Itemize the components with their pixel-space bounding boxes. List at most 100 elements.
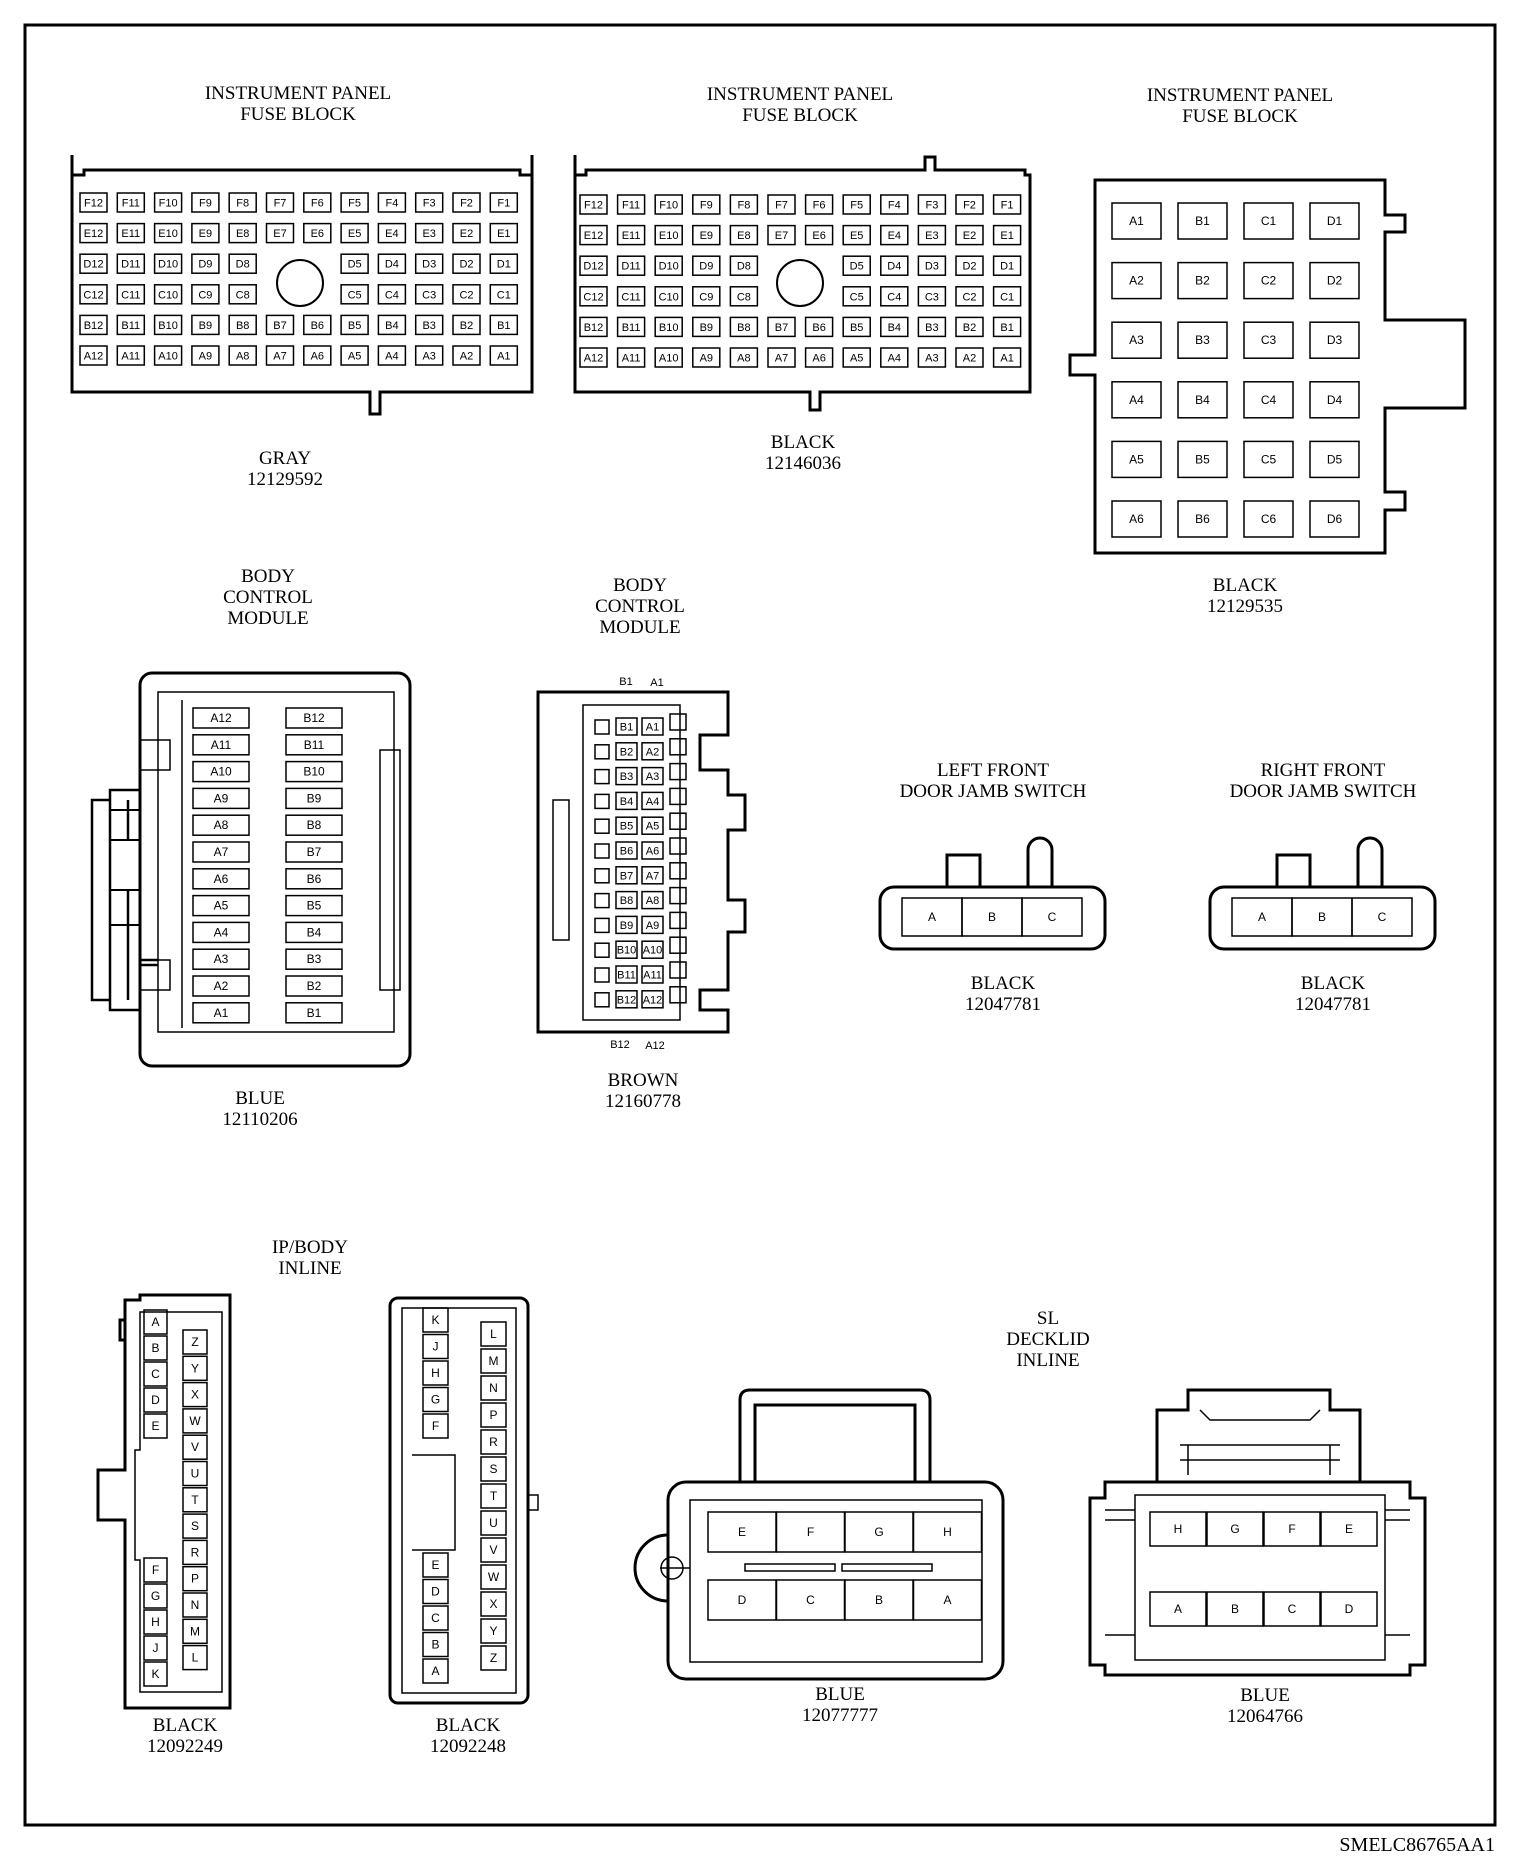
- bcm-blue-cavity-a7-label: A7: [214, 845, 229, 859]
- fuse-cavity-b10-label: B10: [659, 322, 679, 334]
- bcm-blue-cavity-b10-label: B10: [303, 765, 325, 779]
- ipb-b-cavity-r-box: [480, 1429, 507, 1455]
- fuse-cavity-e1-label: E1: [1000, 230, 1013, 242]
- ipb-a-cavity-d-box: [143, 1387, 168, 1413]
- fuse-cavity-b11-label: B11: [622, 322, 641, 334]
- ipfb-gray-part: 12129592: [247, 469, 323, 490]
- fuse-cavity-b8-box: [228, 314, 257, 336]
- sl-a-cavity-h-label: H: [943, 1525, 952, 1539]
- fuse-cavity-f2-label: F2: [460, 198, 473, 210]
- sl-b-inner: [1134, 1494, 1386, 1661]
- fuse-cavity-b4-label: B4: [888, 322, 901, 334]
- bcm-blue-cavity-b8-label: B8: [307, 818, 322, 832]
- bcm-blue-title-1: BODY: [241, 566, 295, 587]
- lf-door-housing: [878, 885, 1107, 951]
- ipb-a-cavity-j-box: [143, 1635, 168, 1661]
- bcm-brown-cavity-b9-box: [615, 915, 638, 935]
- bcm-brown-cavity-b6-box: [615, 841, 638, 860]
- ipb-b-color: BLACK: [436, 1715, 501, 1736]
- bcm-brown-cavity-b4-box: [615, 791, 638, 811]
- bcm-brown-cavity-a10-label: A10: [643, 945, 663, 957]
- ipb-b-cavity-n-label: N: [489, 1381, 498, 1395]
- ipb-a-cavity-s-label: S: [191, 1519, 199, 1533]
- fuse-cavity-b6-box: [303, 314, 332, 336]
- fuse-cavity-f3-label: F3: [925, 200, 938, 212]
- fuse-cavity-a6-label: A6: [812, 353, 825, 365]
- fuse-cavity-e1-box: [992, 224, 1022, 246]
- bcm-blue-color: BLUE: [235, 1088, 285, 1109]
- ipb-b-cavity-u-box: [480, 1510, 507, 1536]
- fuse-cavity-c3-label: C3: [1261, 333, 1277, 347]
- fuse-cavity-c1-box: [992, 286, 1022, 307]
- ipb-a-cavity-f-box: [143, 1557, 168, 1583]
- bcm-brown-cavity-a3-box: [641, 766, 664, 786]
- sl-b-top-latch: [1155, 1388, 1362, 1482]
- ipb-b-cavity-s-label: S: [489, 1462, 497, 1476]
- fuse-cavity-a5-label: A5: [348, 351, 361, 363]
- rf-door-cavity-c-box: [1351, 897, 1413, 937]
- fuse-cavity-f1-label: F1: [1001, 200, 1014, 212]
- fuse-cavity-f11-label: F11: [122, 198, 140, 210]
- fuse-cavity-b9-box: [191, 314, 220, 336]
- fuse-cavity-a8-box: [729, 347, 759, 368]
- fuse-cavity-a12-label: A12: [584, 353, 604, 365]
- sl-b-cavity-e-box: [1320, 1511, 1378, 1547]
- fuse-cavity-d8-box: [228, 253, 257, 274]
- fuse-cavity-f12-label: F12: [584, 200, 603, 212]
- fuse-cavity-b1-box: [1177, 202, 1228, 240]
- fuse-cavity-c12-label: C12: [583, 291, 603, 303]
- sl-decklid-title-3: INLINE: [1016, 1350, 1079, 1371]
- fuse-cavity-f5-box: [340, 192, 369, 213]
- fuse-cavity-f1-box: [992, 194, 1022, 215]
- bcm-blue-title-3: MODULE: [227, 608, 308, 629]
- ipb-b-inner: [401, 1307, 517, 1694]
- ipb-a-cavity-k-label: K: [151, 1667, 159, 1681]
- bcm-brown-terminal-window: [669, 986, 687, 1004]
- lf-door-cavity-b-label: B: [988, 910, 996, 924]
- fuse-cavity-f8-box: [228, 192, 257, 213]
- fuse-cavity-c8-box: [729, 286, 759, 307]
- fuse-cavity-f9-box: [191, 192, 220, 213]
- fuse-cavity-d6-box: [1309, 500, 1360, 538]
- sl-b-cavity-a-box: [1149, 1591, 1207, 1627]
- rf-door-tab-square: [1275, 853, 1312, 887]
- fuse-cavity-a1-label: A1: [1129, 214, 1144, 228]
- bcm-blue-cavity-b7-box: [285, 841, 343, 863]
- fuse-cavity-c8-label: C8: [236, 289, 250, 301]
- bcm-blue-cavity-a3-label: A3: [214, 952, 229, 966]
- sl-a-inner: [689, 1499, 983, 1663]
- lf-door-part: 12047781: [965, 994, 1041, 1015]
- bcm-blue-cavity-a12-label: A12: [210, 711, 232, 725]
- rf-door-part: 12047781: [1295, 994, 1371, 1015]
- ipb-a-cavity-v-box: [182, 1434, 208, 1460]
- ipb-b-cavity-t-label: T: [490, 1489, 498, 1503]
- bcm-brown-terminal-window: [669, 911, 687, 930]
- sl-b-cavity-d-label: D: [1345, 1602, 1354, 1616]
- fuse-cavity-f4-box: [880, 194, 909, 215]
- bcm-blue-cavity-b4-box: [285, 921, 343, 944]
- bcm-blue-cavity-b11-label: B11: [304, 738, 325, 752]
- bcm-blue-cavity-b7-label: B7: [307, 845, 322, 859]
- fuse-cavity-a6-label: A6: [311, 351, 324, 363]
- fuse-cavity-b9-box: [692, 316, 721, 338]
- fuse-cavity-a11-label: A11: [622, 353, 641, 365]
- fuse-cavity-d12-label: D12: [583, 261, 603, 273]
- bcm-blue-cavity-b12-label: B12: [303, 711, 325, 725]
- fuse-cavity-d1-box: [489, 253, 519, 274]
- fuse-cavity-f5-label: F5: [850, 200, 863, 212]
- bcm-brown-color: BROWN: [608, 1070, 679, 1091]
- fuse-cavity-b2-box: [452, 314, 481, 336]
- fuse-cavity-c10-label: C10: [659, 291, 679, 303]
- bcm-brown-cavity-a8-box: [641, 890, 664, 910]
- bcm-blue-cavity-b4-label: B4: [307, 925, 322, 939]
- fuse-cavity-a3-label: A3: [422, 351, 435, 363]
- bcm-brown-cavity-a4-box: [641, 791, 664, 811]
- bcm-brown-terminal-window: [669, 961, 687, 979]
- fuse-cavity-e6-label: E6: [311, 228, 324, 240]
